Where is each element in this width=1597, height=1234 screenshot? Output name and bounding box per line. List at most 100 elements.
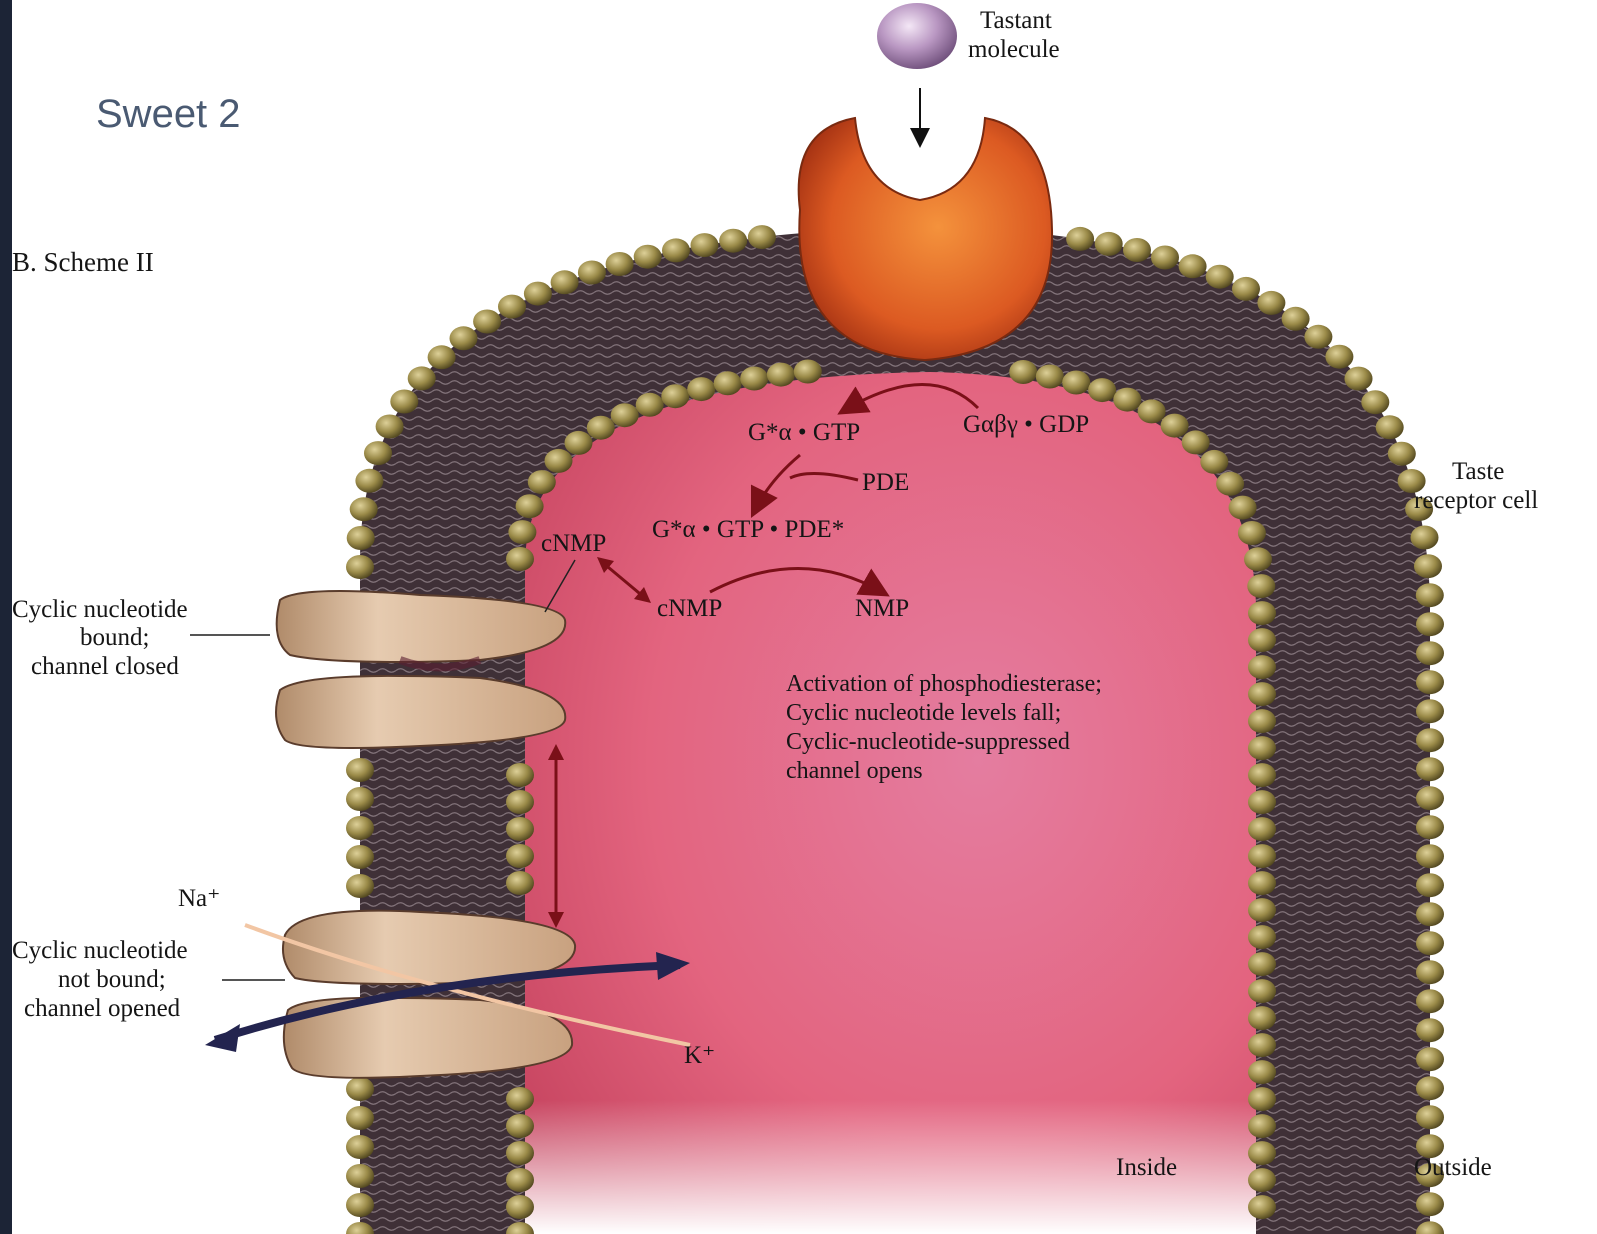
lipid-head-bead (376, 415, 404, 439)
lipid-head-bead (1416, 873, 1444, 897)
lipid-head-bead (1232, 277, 1260, 301)
lipid-head-bead (346, 1077, 374, 1101)
activation-line: Activation of phosphodiesterase; (786, 671, 1102, 697)
lipid-head-bead (1248, 790, 1276, 814)
lipid-head-bead (1416, 844, 1444, 868)
lipid-head-bead (1416, 612, 1444, 636)
lipid-head-bead (587, 416, 615, 440)
lipid-head-bead (506, 1141, 534, 1165)
na-ion-label: Na⁺ (178, 885, 220, 912)
lipid-head-bead (1179, 254, 1207, 278)
pde-label: PDE (862, 469, 909, 496)
lipid-head-bead (794, 360, 822, 384)
open-label-line: not bound; (58, 966, 166, 993)
lipid-head-bead (355, 469, 383, 493)
lipid-head-bead (1416, 1047, 1444, 1071)
lipid-head-bead (740, 367, 768, 391)
lipid-head-bead (1416, 960, 1444, 984)
lipid-head-bead (1414, 554, 1442, 578)
lipid-head-bead (611, 403, 639, 427)
open-label-line: Cyclic nucleotide (12, 937, 188, 964)
lipid-head-bead (1248, 1006, 1276, 1030)
lipid-head-bead (1248, 1141, 1276, 1165)
lipid-head-bead (506, 1114, 534, 1138)
lipid-head-bead (1416, 1076, 1444, 1100)
lipid-head-bead (498, 295, 526, 319)
g-gtp-label: G*α • GTP (748, 419, 860, 446)
tastant-label-line1: Tastant (980, 7, 1052, 34)
lipid-head-bead (1248, 979, 1276, 1003)
lipid-head-bead (1248, 1033, 1276, 1057)
lipid-head-bead (1123, 238, 1151, 262)
lipid-head-bead (767, 363, 795, 387)
closed-label-line: channel closed (31, 653, 179, 680)
lipid-head-bead (346, 1193, 374, 1217)
lipid-head-bead (1376, 415, 1404, 439)
cnmp-membrane-label: cNMP (541, 530, 606, 557)
lipid-head-bead (506, 547, 534, 571)
lipid-head-bead (1416, 1192, 1444, 1216)
lipid-head-bead (506, 817, 534, 841)
k-ion-label: K⁺ (684, 1042, 715, 1069)
lipid-head-bead (1416, 931, 1444, 955)
closed-label-line: Cyclic nucleotide (12, 596, 188, 623)
taste-cell-label: Taste receptor cell (1414, 458, 1538, 514)
lipid-head-bead (528, 470, 556, 494)
lipid-head-bead (1248, 871, 1276, 895)
activation-line: Cyclic-nucleotide-suppressed (786, 729, 1070, 755)
lipid-head-bead (1238, 521, 1266, 545)
nmp-label: NMP (855, 595, 909, 622)
lipid-head-bead (1229, 496, 1257, 520)
lipid-head-bead (1182, 430, 1210, 454)
lipid-head-bead (516, 494, 544, 518)
lipid-head-bead (508, 520, 536, 544)
lipid-head-bead (1416, 699, 1444, 723)
lipid-head-bead (1416, 815, 1444, 839)
lipid-head-bead (346, 787, 374, 811)
lipid-head-bead (1416, 728, 1444, 752)
lipid-head-bead (408, 366, 436, 390)
lipid-head-bead (1088, 378, 1116, 402)
lipid-head-bead (1282, 307, 1310, 331)
lipid-head-bead (1304, 325, 1332, 349)
lipid-head-bead (1248, 763, 1276, 787)
activation-line: channel opens (786, 758, 923, 784)
lipid-head-bead (1416, 583, 1444, 607)
lipid-head-bead (1257, 291, 1285, 315)
lipid-head-bead (1248, 655, 1276, 679)
lipid-head-bead (1248, 709, 1276, 733)
lipid-head-bead (1244, 547, 1272, 571)
lipid-head-bead (1248, 1168, 1276, 1192)
lipid-head-bead (506, 763, 534, 787)
lipid-head-bead (1248, 1114, 1276, 1138)
taste-cell-line: Taste (1452, 458, 1504, 485)
lipid-head-bead (346, 758, 374, 782)
channel-closed-label: Cyclic nucleotide bound; channel closed (12, 596, 188, 680)
lipid-head-bead (661, 384, 689, 408)
lipid-head-bead (1200, 450, 1228, 474)
lipid-head-bead (473, 310, 501, 334)
lipid-head-bead (346, 816, 374, 840)
lipid-head-bead (1416, 786, 1444, 810)
lipid-head-bead (1416, 1105, 1444, 1129)
lipid-head-bead (506, 790, 534, 814)
lipid-head-bead (350, 497, 378, 521)
taste-cell-line: receptor cell (1414, 487, 1538, 514)
lipid-head-bead (1036, 365, 1064, 389)
lipid-head-bead (1062, 371, 1090, 395)
lipid-head-bead (545, 449, 573, 473)
lipid-head-bead (1325, 345, 1353, 369)
lipid-head-bead (1416, 757, 1444, 781)
lipid-head-bead (346, 845, 374, 869)
lipid-head-bead (634, 245, 662, 269)
lipid-head-bead (565, 431, 593, 455)
lipid-head-bead (1216, 472, 1244, 496)
lipid-head-bead (1248, 1060, 1276, 1084)
closed-label-line: bound; (80, 624, 149, 651)
lipid-head-bead (1248, 952, 1276, 976)
lipid-head-bead (1248, 817, 1276, 841)
lipid-head-bead (1248, 925, 1276, 949)
lipid-head-bead (1248, 601, 1276, 625)
lipid-head-bead (390, 390, 418, 414)
